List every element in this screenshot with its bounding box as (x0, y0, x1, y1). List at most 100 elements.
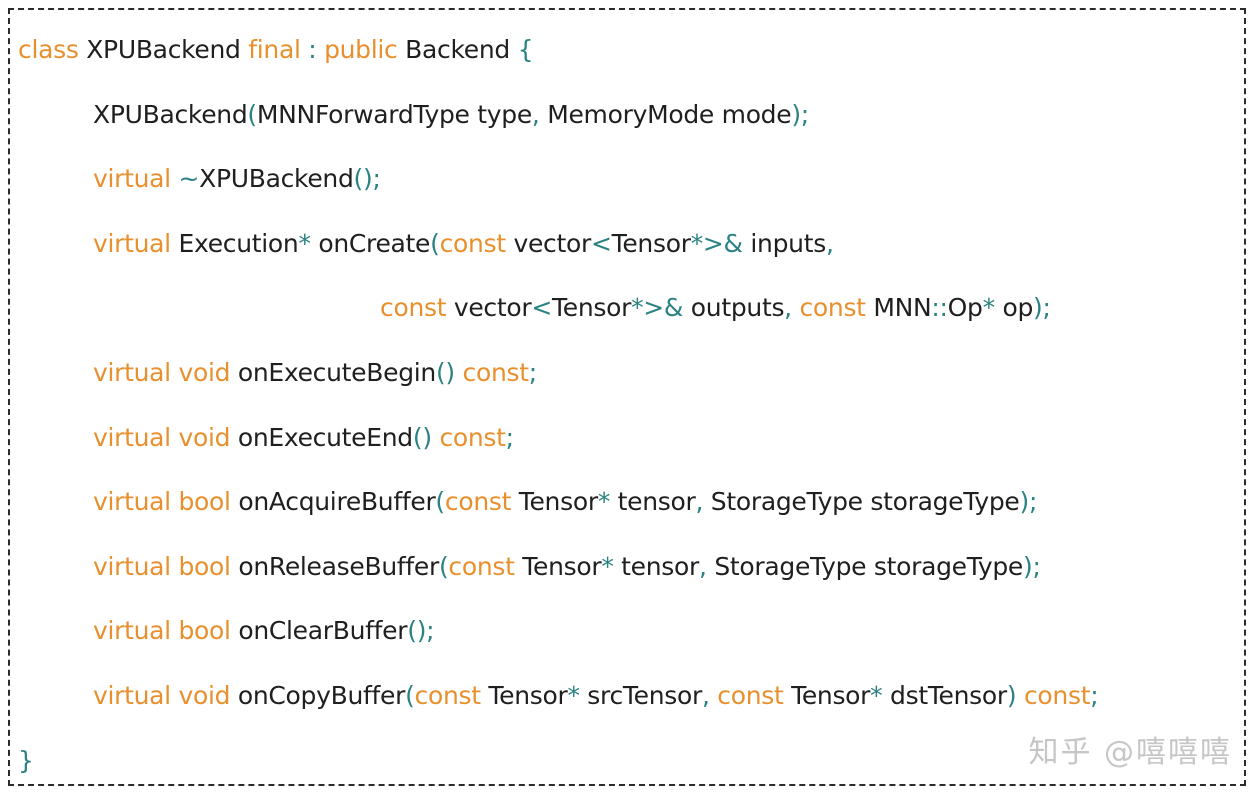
code-token-p: ); (1023, 551, 1041, 581)
code-token-kw: virtual void (93, 357, 238, 387)
code-token-id: StorageType storageType (714, 551, 1023, 581)
code-line: virtual Execution* onCreate(const vector… (18, 212, 1244, 277)
code-token-id: Tensor (611, 228, 691, 258)
code-token-id: onReleaseBuffer (238, 551, 439, 581)
code-line: XPUBackend(MNNForwardType type, MemoryMo… (18, 83, 1244, 148)
code-token-p: : (308, 35, 325, 64)
code-token-kw: const (462, 357, 530, 387)
code-line: class XPUBackend final : public Backend … (18, 18, 1244, 83)
code-token-kw: const (799, 293, 874, 323)
code-token-p: , (699, 551, 715, 581)
code-token-p: ( (405, 680, 415, 710)
code-token-id: MemoryMode mode (547, 99, 792, 129)
code-token-kw: const (1023, 680, 1091, 710)
code-token-id: outputs (690, 293, 785, 323)
code-line: virtual bool onAcquireBuffer(const Tenso… (18, 470, 1244, 535)
code-token-p: * (298, 228, 311, 258)
code-block: class XPUBackend final : public Backend … (8, 8, 1246, 786)
watermark: 知乎 @嘻嘻嘻 (1028, 735, 1232, 770)
code-token-kw: virtual void (93, 680, 238, 710)
code-token-id: XPUBackend (86, 35, 249, 64)
code-token-id: onExecuteBegin (237, 357, 436, 387)
code-token-id: StorageType storageType (710, 487, 1020, 517)
code-line: virtual void onExecuteEnd() const; (18, 406, 1244, 471)
code-token-id: onExecuteEnd (237, 422, 413, 452)
code-token-p: * (870, 680, 883, 710)
code-token-p: ); (1019, 487, 1038, 517)
code-token-p: ( (430, 228, 440, 258)
code-token-kw: virtual (93, 228, 179, 258)
code-token-p: ( (438, 551, 449, 581)
code-token-id: Execution (178, 228, 299, 258)
code-token-kw: virtual void (93, 422, 238, 452)
code-token-id: MNNForwardType type (256, 99, 532, 129)
code-token-p: , (784, 293, 800, 323)
code-token-kw: const (448, 551, 523, 581)
code-token-kw: const (380, 293, 454, 323)
code-token-kw: const (414, 680, 489, 710)
code-token-p: , (531, 99, 548, 129)
code-token-kw: const (439, 422, 506, 452)
code-token-id: Backend (405, 35, 518, 64)
code-token-kw: virtual bool (93, 551, 239, 581)
code-line: const vector<Tensor*>& outputs, const MN… (18, 276, 1244, 341)
code-token-p: ( (247, 99, 257, 129)
code-token-id: onCopyBuffer (237, 680, 406, 710)
code-token-kw: final (248, 35, 309, 64)
code-token-p: *>& (690, 228, 751, 258)
code-token-kw: virtual (93, 164, 179, 194)
code-line: virtual ~XPUBackend(); (18, 147, 1244, 212)
code-line: virtual void onCopyBuffer(const Tensor* … (18, 664, 1244, 729)
code-token-p: , (825, 228, 834, 258)
code-token-p: ; (505, 422, 514, 452)
code-token-id: MNN (873, 293, 932, 323)
code-token-p: ~ (178, 164, 200, 194)
code-token-kw: virtual bool (93, 487, 239, 517)
code-token-p: * (601, 551, 614, 581)
code-token-p: ); (1033, 293, 1051, 323)
code-token-id: op (994, 293, 1034, 323)
code-token-p: ; (1090, 680, 1099, 710)
code-token-kw: public (324, 35, 406, 64)
code-token-p: ) (1006, 680, 1024, 710)
code-line: } (18, 729, 1244, 784)
code-token-id: tensor (613, 551, 700, 581)
code-token-id: Tensor (488, 680, 568, 710)
code-token-id: inputs (750, 228, 826, 258)
code-token-id: srcTensor (579, 680, 702, 710)
code-token-p: *>& (631, 293, 691, 323)
code-token-p: , (695, 487, 711, 517)
code-token-p: , (701, 680, 718, 710)
code-token-id: XPUBackend (199, 164, 354, 194)
code-token-p: ; (528, 357, 537, 387)
code-token-id: onAcquireBuffer (238, 487, 436, 517)
code-line: virtual bool onClearBuffer(); (18, 599, 1244, 664)
code-token-kw: const (444, 487, 519, 517)
code-token-id: vector (453, 293, 532, 323)
code-token-id: vector (513, 228, 591, 258)
code-token-p: } (18, 745, 34, 775)
code-token-p: ); (791, 99, 809, 129)
code-token-p: { (517, 35, 534, 64)
code-token-kw: const (439, 228, 514, 258)
code-token-id: Op (947, 293, 983, 323)
code-token-p: (); (353, 164, 381, 194)
code-token-p: () (435, 357, 463, 387)
code-token-id: onClearBuffer (238, 616, 408, 646)
code-token-id: XPUBackend (93, 99, 248, 129)
code-token-p: :: (931, 293, 948, 323)
code-token-p: * (567, 680, 580, 710)
code-token-id: Tensor (791, 680, 871, 710)
code-token-p: * (597, 487, 611, 517)
code-token-id: Tensor (552, 293, 632, 323)
code-token-p: * (982, 293, 996, 323)
code-line: virtual void onExecuteBegin() const; (18, 341, 1244, 406)
code-token-id: tensor (610, 487, 696, 517)
code-token-kw: class (18, 35, 87, 64)
code-token-p: ( (435, 487, 445, 517)
code-token-p: < (590, 228, 612, 258)
code-token-id: Tensor (518, 487, 598, 517)
code-token-kw: const (717, 680, 792, 710)
code-token-p: < (531, 293, 553, 323)
code-token-id: Tensor (522, 551, 602, 581)
